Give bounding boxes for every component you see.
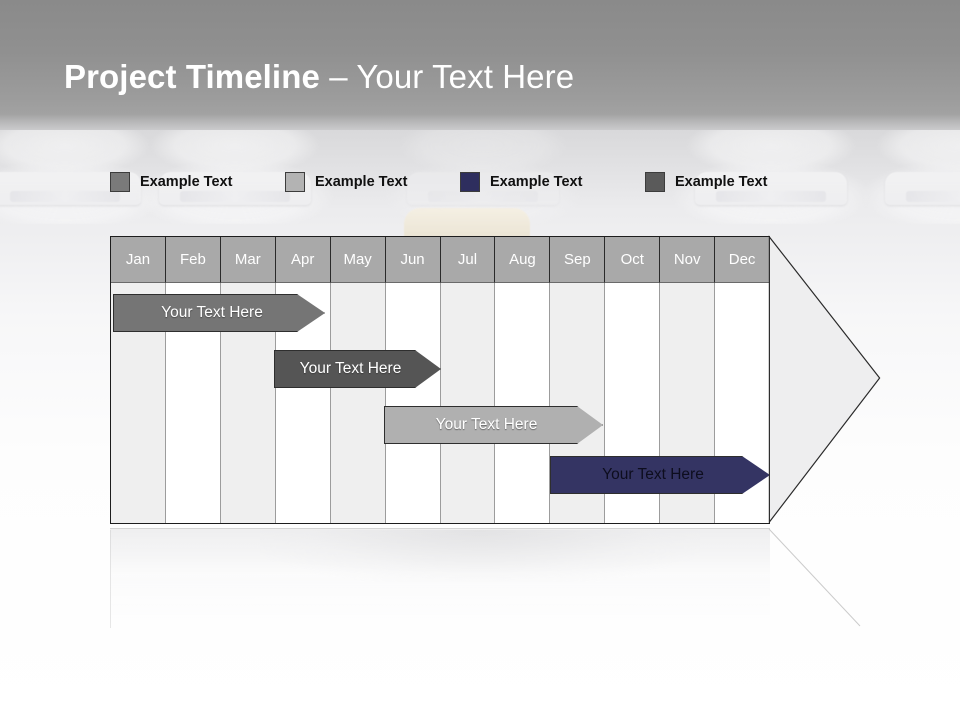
legend-item-label: Example Text [140,174,233,190]
legend-swatch-icon [645,172,665,192]
timeline-bar-label: Your Text Here [602,466,704,483]
legend-item[interactable]: Example Text [110,168,232,196]
timeline-bar[interactable]: Your Text Here [384,406,603,444]
legend-item[interactable]: Example Text [285,168,407,196]
month-column-aug[interactable]: Aug [495,237,551,523]
car-silhouette [856,128,960,224]
month-header-label: Feb [165,237,221,283]
month-column-jul[interactable]: Jul [440,237,496,523]
car-silhouette [666,128,876,224]
month-header-label: Apr [275,237,331,283]
month-column-jun[interactable]: Jun [385,237,441,523]
page-title-strong: Project Timeline [64,58,320,95]
month-header-label: May [330,237,386,283]
month-header-label: Mar [220,237,276,283]
month-header-label: Nov [660,237,716,283]
month-header-label: Jan [111,237,166,283]
reflection-body [110,530,770,628]
month-column-jan[interactable]: Jan [111,237,166,523]
timeline-bar[interactable]: Your Text Here [550,456,770,494]
legend-item-label: Example Text [675,174,768,190]
header-gradient-band [0,0,960,130]
reflection-edge [110,528,770,530]
timeline-bar-label: Your Text Here [161,304,263,321]
timeline-bar[interactable]: Your Text Here [113,294,325,332]
month-column-mar[interactable]: Mar [220,237,276,523]
page-title: Project Timeline – Your Text Here [64,58,574,96]
legend-item[interactable]: Example Text [645,168,767,196]
month-column-dec[interactable]: Dec [715,237,770,523]
month-column-feb[interactable]: Feb [165,237,221,523]
legend-swatch-icon [110,172,130,192]
legend-swatch-icon [285,172,305,192]
car-silhouette [130,128,340,224]
month-header-label: Dec [715,237,770,283]
legend-swatch-icon [460,172,480,192]
legend: Example Text Example Text Example Text E… [110,168,810,196]
legend-item-label: Example Text [315,174,408,190]
timeline-bar-label: Your Text Here [299,360,402,377]
month-header-label: Jun [385,237,441,283]
reflection-shadow [260,530,700,582]
timeline-bar[interactable]: Your Text Here [274,350,441,388]
legend-item[interactable]: Example Text [460,168,582,196]
timeline-bar-label: Your Text Here [435,416,538,433]
month-header-label: Sep [550,237,606,283]
month-header-label: Aug [495,237,551,283]
reflection-arrowhead-icon [768,528,861,627]
page-title-light: – Your Text Here [319,58,575,95]
month-column-oct[interactable]: Oct [605,237,661,523]
grid-reflection [110,526,882,630]
legend-item-label: Example Text [490,174,583,190]
timeline-chart: Jan Feb Mar Apr May Jun Jul Aug Sep Oct … [110,236,770,524]
month-header-label: Oct [605,237,661,283]
month-header-label: Jul [440,237,496,283]
